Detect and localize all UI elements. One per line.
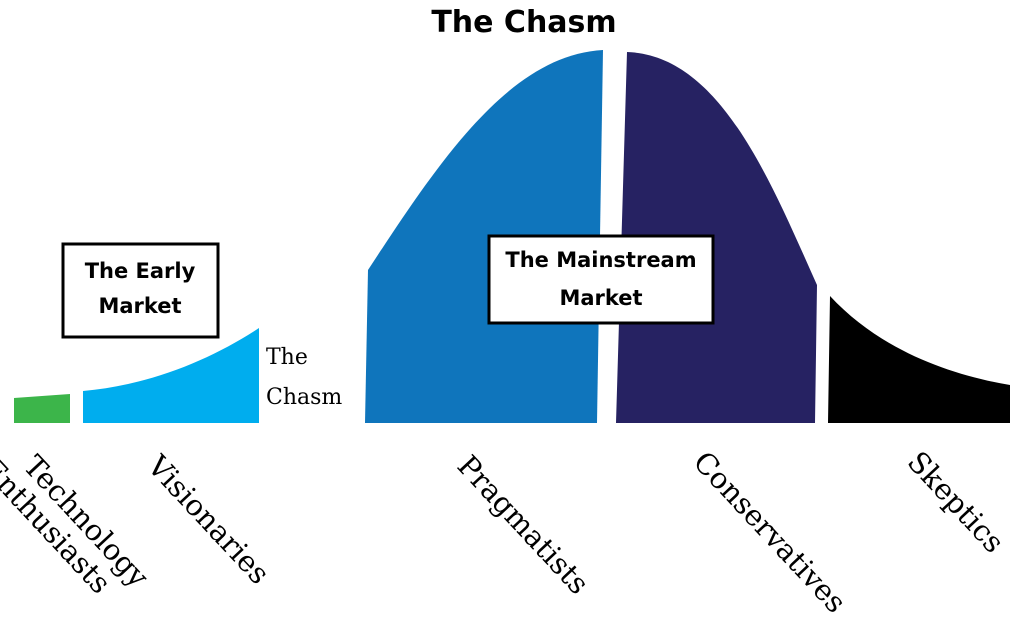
label-skeptics: Skeptics [901,445,1011,560]
early-market-line1: The Early [85,259,196,283]
mainstream-market-line2: Market [559,286,642,310]
segment-technology-enthusiasts-shape [14,394,70,423]
early-market-line2: Market [98,294,181,318]
label-pragmatists-text: Pragmatists [451,449,596,601]
segment-skeptics-shape [828,296,1010,423]
label-conservatives-text: Conservatives [687,445,853,620]
segment-visionaries-shape [83,328,259,423]
label-skeptics-text: Skeptics [901,445,1011,560]
chasm-gap-label-line2: Chasm [266,385,342,410]
label-conservatives: Conservatives [687,445,853,620]
chasm-gap-label-line1: The [266,345,308,370]
segment-conservatives-shape [616,52,817,423]
diagram-title: The Chasm [431,5,616,40]
label-visionaries-text: Visionaries [140,448,276,591]
mainstream-market-box: The Mainstream Market [487,234,715,325]
segment-pragmatists-shape [365,50,603,423]
early-market-box: The Early Market [61,242,220,339]
label-pragmatists: Pragmatists [451,449,596,601]
mainstream-market-line1: The Mainstream [505,248,696,272]
label-visionaries: Visionaries [140,448,276,591]
label-technology-enthusiasts: Technology Enthusiasts [0,449,156,601]
